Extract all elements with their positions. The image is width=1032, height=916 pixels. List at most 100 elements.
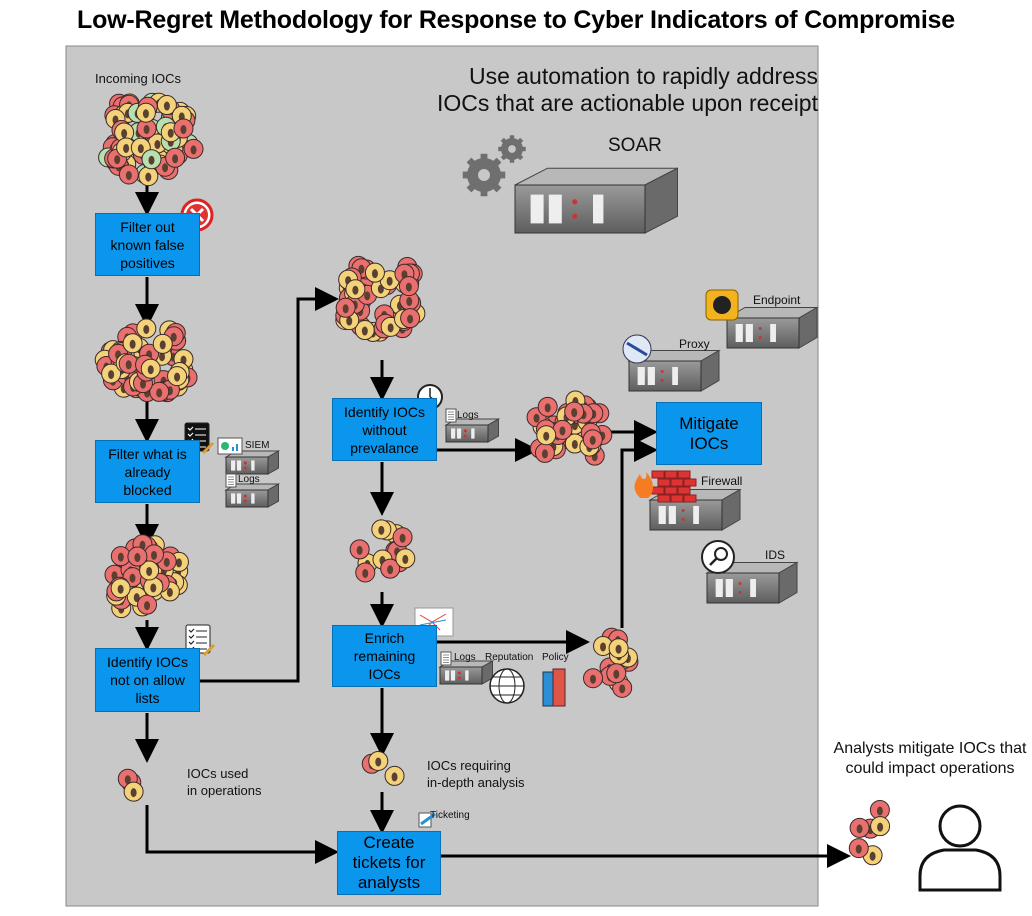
iocs-used-line-2: in operations	[187, 783, 262, 798]
ioc-dot-center	[378, 525, 385, 535]
server-led	[463, 429, 467, 433]
ioc-dot-center	[147, 365, 154, 375]
cluster-not-allowlisted	[335, 255, 426, 342]
brick	[657, 494, 671, 503]
ioc-dot-center	[151, 550, 158, 560]
ioc-dot-center	[544, 403, 551, 413]
drive-bay	[735, 324, 743, 342]
ioc-dot-center	[362, 568, 369, 578]
ioc-dot-center	[129, 573, 136, 583]
flow-arrow-7	[200, 287, 339, 683]
ticketing-label: Ticketing	[430, 810, 470, 821]
brick	[677, 470, 691, 479]
server-led	[243, 494, 247, 498]
server-led	[660, 370, 664, 373]
ioc-dot-center	[125, 360, 132, 370]
log-document-icon	[440, 651, 452, 666]
ioc-dot-center	[143, 324, 150, 334]
check-mark	[188, 628, 195, 633]
ioc-dot-center	[615, 644, 622, 654]
ioc-dot-center	[154, 140, 161, 150]
cluster-used-in-operations	[117, 768, 144, 802]
drive-bay	[637, 367, 645, 385]
ioc-dot-center	[876, 806, 883, 816]
server-front	[225, 456, 269, 475]
drive-bay	[465, 670, 469, 681]
ioc-dot-center	[167, 128, 174, 138]
server-led	[457, 676, 461, 680]
identify-prevalence-step: Identify IOCs without prevalance	[332, 398, 437, 461]
cluster-no-prevalence	[526, 390, 613, 466]
check-mark	[187, 432, 194, 437]
brick	[657, 478, 671, 487]
person-head	[938, 804, 982, 848]
drive-bay	[471, 428, 475, 439]
ioc-dot-center	[402, 554, 409, 564]
ioc-dot-center	[869, 851, 876, 861]
pencil	[202, 643, 216, 657]
ioc-dot-center	[533, 413, 540, 423]
brick	[664, 486, 678, 495]
server-led	[572, 213, 578, 219]
ioc-dot-center	[406, 297, 413, 307]
create-tickets-step: Create tickets for analysts	[337, 831, 441, 895]
log-document-icon	[445, 408, 457, 423]
ioc-dot-center	[543, 431, 550, 441]
ioc-dot-center	[559, 426, 566, 436]
server-led	[758, 336, 762, 339]
logs-label-1: Logs	[238, 474, 260, 485]
ioc-dot-center	[137, 144, 144, 154]
dashboard-bar	[236, 444, 238, 451]
ioc-dot-center	[855, 844, 862, 854]
brick	[683, 478, 697, 487]
check-mark	[188, 640, 195, 645]
ioc-dot-center	[134, 553, 141, 563]
ioc-dot-center	[166, 587, 173, 597]
drive-bay	[456, 428, 462, 439]
diagram-title: Low-Regret Methodology for Response to C…	[77, 6, 955, 34]
firewall-icon	[634, 470, 697, 503]
magnifier-lens	[714, 547, 728, 561]
drive-bay	[236, 460, 242, 471]
proxy-globe-icon	[622, 334, 652, 364]
server-led	[457, 671, 461, 675]
log-document-icon	[225, 473, 237, 488]
drive-bay	[750, 579, 756, 597]
analyst-person-icon	[918, 804, 1002, 892]
drive-bay	[236, 493, 242, 504]
drive-bay	[658, 506, 666, 524]
ioc-dot-center	[405, 282, 412, 292]
ioc-dot-center	[590, 674, 597, 684]
analysts-note: Analysts mitigate IOCs that could impact…	[833, 740, 1027, 777]
ioc-dot-center	[613, 669, 620, 679]
log-doc	[445, 408, 457, 423]
server-led	[681, 509, 685, 512]
drive-bay	[725, 579, 733, 597]
ioc-dot-center	[856, 824, 863, 834]
server-led	[758, 327, 762, 330]
server-led	[243, 466, 247, 470]
book-red	[552, 668, 566, 707]
headline-line-1: Use automation to rapidly address	[468, 63, 818, 89]
brick	[670, 494, 684, 503]
ioc-dot-center	[125, 170, 132, 180]
proxy-label: Proxy	[679, 337, 710, 351]
ioc-dot-center	[358, 264, 365, 274]
server-led	[243, 499, 247, 503]
logs-server-1	[224, 483, 281, 508]
soar-label: SOAR	[608, 135, 662, 156]
ioc-dot-center	[159, 340, 166, 350]
endpoint-server	[725, 306, 819, 349]
iocs-used-in-operations-note: IOCs used in operations	[187, 765, 261, 799]
drive-bay	[450, 670, 456, 681]
ioc-dot-center	[180, 125, 187, 135]
incoming-iocs-label: Incoming IOCs	[95, 71, 181, 86]
ioc-dot-center	[386, 276, 393, 286]
drive-bay	[451, 428, 456, 439]
ioc-dot-center	[162, 163, 169, 173]
filter-false-positives-step: Filter out known false positives	[95, 213, 200, 276]
enrich-step: Enrich remaining IOCs	[332, 625, 437, 687]
server-led	[660, 379, 664, 382]
ioc-dot-center	[346, 316, 353, 326]
brick	[651, 486, 665, 495]
